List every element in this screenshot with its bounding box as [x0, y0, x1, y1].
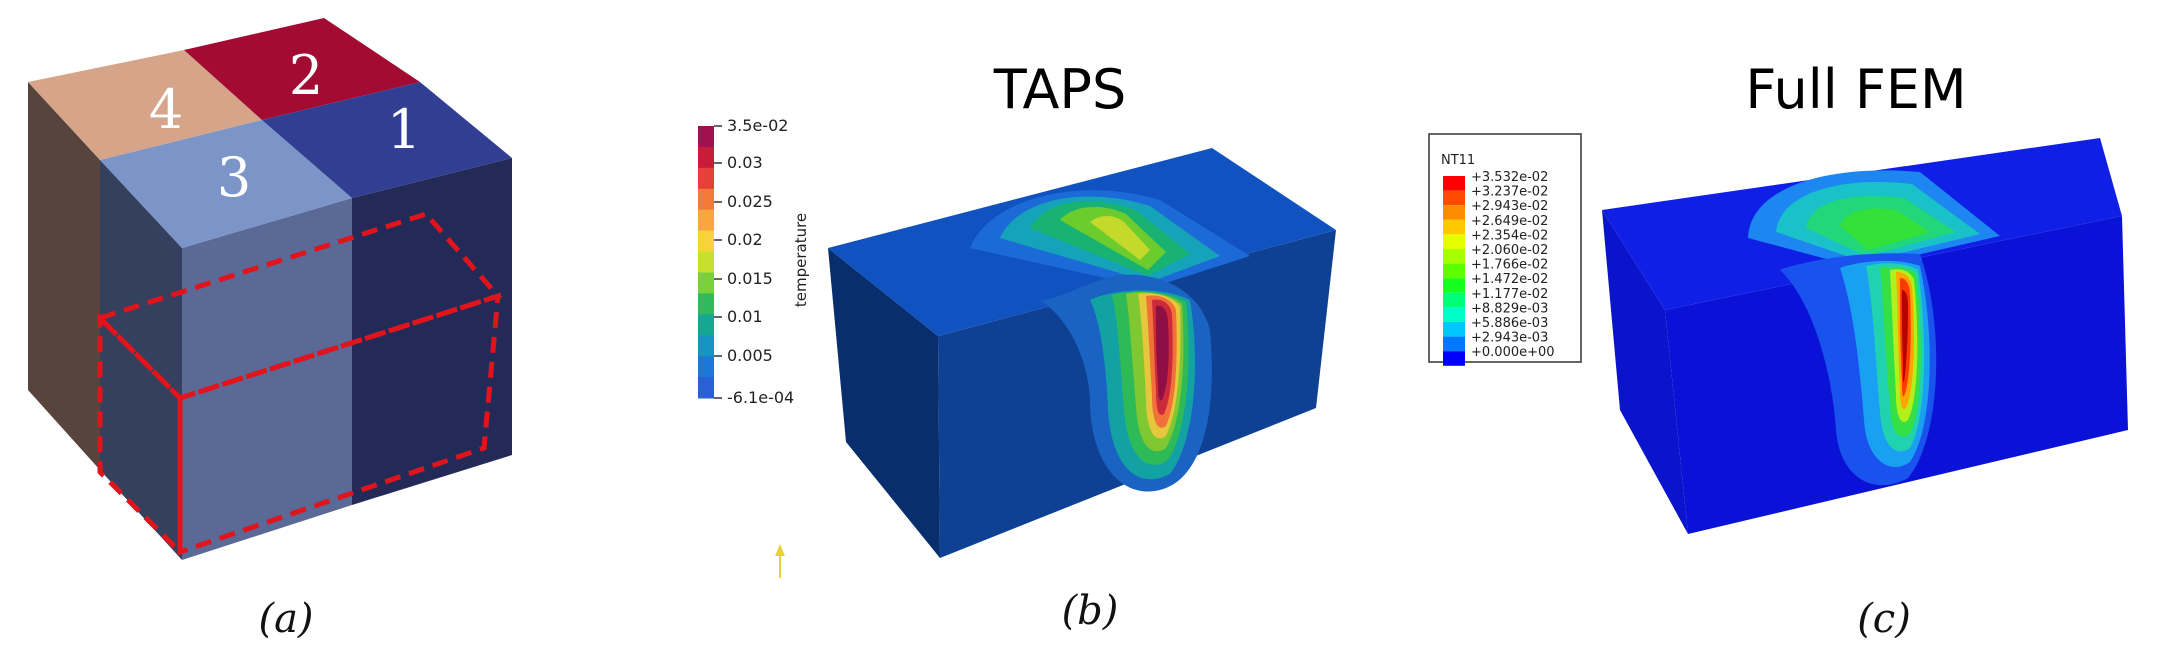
colorbar-label: 0.01 [727, 307, 763, 326]
legend-label: +1.177e-02 [1471, 287, 1548, 302]
block-3-front-right [182, 198, 352, 560]
colorbar-title: temperature [792, 213, 810, 307]
legend-label: +2.649e-02 [1471, 214, 1548, 229]
legend-swatch [1443, 205, 1465, 220]
panel-a-cube: 4 2 3 1 [28, 18, 512, 560]
legend-swatch [1443, 263, 1465, 279]
legend-swatch [1443, 190, 1465, 206]
panel-c-result-block [1602, 138, 2128, 534]
legend-label: +3.532e-02 [1471, 170, 1548, 185]
colorbar-segment [698, 272, 714, 294]
panel-b-colorbar: 3.5e-02 0.03 0.025 0.02 0.015 0.01 0.005… [698, 116, 810, 407]
colorbar-label: 0.025 [727, 192, 773, 211]
panel-b-title: TAPS [993, 58, 1127, 121]
taps-top-plume [970, 190, 1250, 288]
taps-left-face [828, 248, 940, 558]
legend-label: +2.354e-02 [1471, 228, 1548, 243]
legend-label: +5.886e-03 [1471, 316, 1548, 331]
legend-swatch [1443, 219, 1465, 235]
panel-c-caption: (c) [1857, 596, 1911, 642]
legend-label: +1.766e-02 [1471, 258, 1548, 273]
legend-swatch [1443, 322, 1465, 337]
legend-label: +2.943e-03 [1471, 331, 1548, 346]
colorbar-label: 0.005 [727, 346, 773, 365]
block-2-top [184, 18, 420, 120]
colorbar-segment [698, 126, 714, 148]
legend-swatch [1443, 234, 1465, 249]
legend-swatch [1443, 292, 1465, 308]
legend-swatch [1443, 336, 1465, 352]
colorbar-segment [698, 293, 714, 315]
colorbar-segment [698, 230, 714, 253]
colorbar-segment [698, 251, 714, 273]
legend-label: +2.943e-02 [1471, 199, 1548, 214]
colorbar-gradient [698, 126, 714, 399]
block-label-2: 2 [289, 44, 323, 107]
colorbar-segment [698, 146, 714, 169]
legend-swatch [1443, 307, 1465, 322]
orientation-axis-icon [775, 544, 785, 578]
colorbar-label: 0.03 [727, 153, 763, 172]
fem-front-plume [1780, 253, 1937, 486]
block-label-1: 1 [387, 98, 421, 161]
cube-left-face [28, 82, 100, 470]
colorbar-segment [698, 377, 714, 399]
taps-front-plume [1040, 274, 1212, 492]
panel-a-caption: (a) [258, 596, 313, 642]
legend-labels: +3.532e-02+3.237e-02+2.943e-02+2.649e-02… [1471, 170, 1555, 360]
panel-b-result-block [828, 148, 1336, 558]
colorbar-ticks [714, 125, 722, 399]
block-3-top [100, 120, 352, 248]
block-1-front-face [352, 158, 512, 505]
block-1-top [262, 82, 512, 198]
legend-swatch [1443, 249, 1465, 264]
legend-swatch [1443, 278, 1465, 293]
colorbar-label: 0.02 [727, 230, 763, 249]
block-4-top [28, 50, 262, 160]
legend-label: +2.060e-02 [1471, 243, 1548, 258]
colorbar-segment [698, 188, 714, 211]
colorbar-label: -6.1e-04 [727, 388, 794, 407]
colorbar-label: 0.015 [727, 269, 773, 288]
colorbar-segment [698, 335, 714, 357]
colorbar-segment [698, 314, 714, 336]
block-label-4: 4 [149, 78, 183, 141]
colorbar-segment [698, 356, 714, 378]
panel-c-legend: NT11 +3.532e-02+3.237e-02+2.943e-02+2.64… [1428, 133, 1582, 366]
legend-swatches [1443, 176, 1465, 366]
colorbar-segment [698, 209, 714, 232]
legend-label: +8.829e-03 [1471, 301, 1548, 316]
legend-label: +0.000e+00 [1471, 345, 1555, 360]
legend-label: +3.237e-02 [1471, 185, 1548, 200]
colorbar-label: 3.5e-02 [727, 116, 788, 135]
fem-top-plume [1748, 170, 2000, 268]
colorbar-segment [698, 167, 714, 190]
legend-swatch [1443, 351, 1465, 366]
fem-left-face [1602, 210, 1688, 534]
legend-swatch [1443, 176, 1465, 191]
subdomain-dashed-box [95, 211, 503, 559]
panel-b-caption: (b) [1062, 588, 1119, 634]
panel-c-title: Full FEM [1745, 58, 1966, 121]
legend-label: +1.472e-02 [1471, 272, 1548, 287]
legend-title: NT11 [1441, 153, 1475, 168]
block-label-3: 3 [217, 146, 251, 209]
